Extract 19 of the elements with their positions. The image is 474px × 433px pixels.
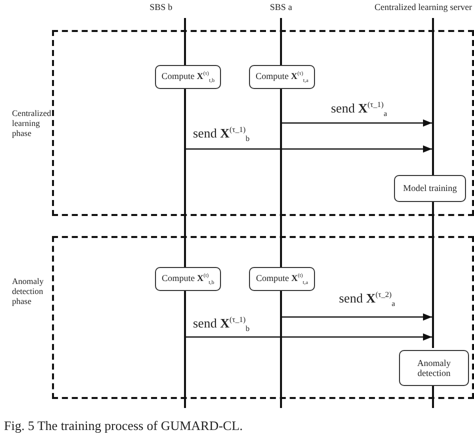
arrow xyxy=(282,119,432,127)
process-label: Anomaly detection xyxy=(416,358,452,378)
process-box xyxy=(249,267,315,291)
process-label: Model training xyxy=(403,183,457,194)
arrow xyxy=(186,145,432,153)
lifeline-label: SBS b xyxy=(150,2,172,12)
caption: Fig. 5 The training process of GUMARD-CL. xyxy=(4,418,243,433)
lifeline xyxy=(432,18,434,348)
process-box xyxy=(399,350,469,386)
lifeline-label: SBS a xyxy=(270,2,292,12)
arrow xyxy=(282,313,432,321)
lifeline-label: Centralized learning server xyxy=(374,2,472,12)
phase-label: Centralized learning phase xyxy=(12,108,52,139)
arrow xyxy=(186,333,432,341)
process-box xyxy=(249,65,315,89)
phase-label: Anomaly detection phase xyxy=(12,276,45,307)
process-box xyxy=(155,267,221,291)
process-box xyxy=(155,65,221,89)
process-box xyxy=(394,175,466,202)
